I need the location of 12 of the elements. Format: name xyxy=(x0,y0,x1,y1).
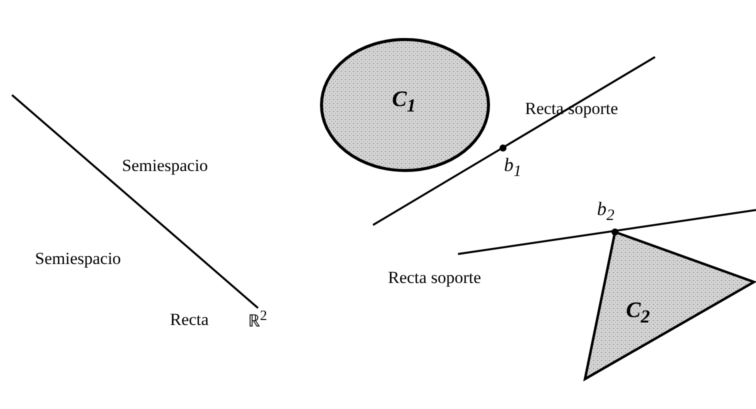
set-label: C$_{1}$ xyxy=(392,88,416,115)
triangle-set xyxy=(584,231,756,381)
line-label: Recta soporte xyxy=(388,269,481,286)
line-label: Recta soporte xyxy=(525,100,618,117)
region-label: Semiespacio xyxy=(122,157,208,174)
set-label: C$_{2}$ xyxy=(626,299,650,326)
region-label: Semiespacio xyxy=(35,250,121,267)
plane-symbol: ℝ$^{2}$ xyxy=(248,309,268,330)
ellipse-set xyxy=(320,38,490,172)
line-label: Recta xyxy=(170,311,209,328)
point-label: b$_{2}$ xyxy=(597,200,614,224)
point-label: b$_{1}$ xyxy=(504,156,522,180)
